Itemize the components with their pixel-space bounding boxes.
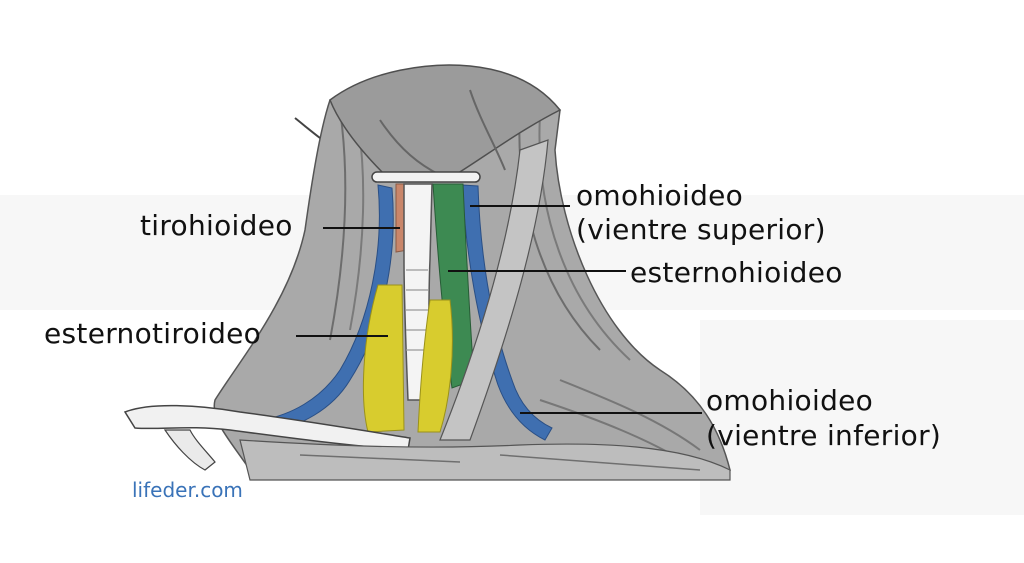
clavicle-bone	[123, 404, 411, 451]
label-omohioideo-superior-line1: omohioideo	[576, 179, 744, 212]
leader-lines	[296, 205, 702, 414]
label-omohioideo-inferior-line2: (vientre inferior)	[706, 419, 942, 452]
chest-region	[239, 439, 731, 481]
watermark-logo: lifeder.com	[132, 478, 243, 502]
hyoid-bone	[371, 171, 481, 183]
omohioideo-muscle-right	[461, 184, 553, 441]
label-omohioideo-inferior-line1: omohioideo	[706, 384, 874, 417]
sternocleidomastoid-muscle	[439, 139, 549, 441]
label-tirohioideo: tirohioideo	[140, 209, 293, 242]
label-esternohioideo: esternohioideo	[630, 256, 843, 289]
label-esternotiroideo: esternotiroideo	[44, 317, 262, 350]
label-omohioideo-superior-line2: (vientre superior)	[576, 213, 826, 246]
